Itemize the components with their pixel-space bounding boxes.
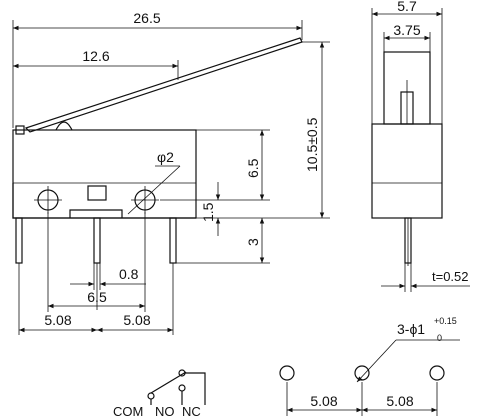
dim-hole-pitch-left: 5.08 <box>310 393 337 409</box>
hole-tol-upper: +0.15 <box>434 316 457 326</box>
dim-terminal-thickness: t=0.52 <box>432 269 469 284</box>
dim-side-inner-width: 3.75 <box>393 22 420 38</box>
phi2-leader <box>127 165 181 215</box>
body-window <box>87 185 107 201</box>
schematic-label-nc: NC <box>182 404 201 418</box>
pin-nc <box>169 217 177 264</box>
dim-overall-height: 10.5±0.5 <box>304 117 320 172</box>
dim-hole-offset: 1.5 <box>200 202 216 222</box>
side-view: 5.7 3.75 t=0.52 <box>371 0 470 292</box>
pcb-hole-middle <box>354 365 370 381</box>
body-bottom-recess <box>69 209 123 218</box>
dim-pin-width: 0.8 <box>119 266 139 282</box>
schematic-no-contact <box>178 384 186 392</box>
hole-callout-diameter: 1 <box>417 321 425 337</box>
dim-hole-pitch-right: 5.08 <box>386 393 413 409</box>
hole-callout: 3-ϕ1 <box>397 321 425 337</box>
switch-schematic: COM NO NC <box>113 369 206 418</box>
lever-hinge <box>15 125 25 135</box>
body-lower-outline <box>12 183 196 219</box>
dim-hole-diameter: φ2 <box>157 149 174 165</box>
schematic-label-no: NO <box>155 404 175 418</box>
dim-pin-length: 3 <box>245 238 261 246</box>
dim-pitch-left: 5.08 <box>44 312 71 328</box>
dim-pitch-right: 5.08 <box>123 312 150 328</box>
pcb-hole-right <box>429 365 445 381</box>
hole-callout-phi: ϕ <box>409 321 417 337</box>
schematic-switch-arm <box>150 371 187 394</box>
schematic-nc-lead <box>185 372 206 405</box>
pcb-hole-left <box>279 365 295 381</box>
pcb-hole-pattern: 5.08 5.08 3-ϕ1 +0.15 0 <box>279 316 460 416</box>
lever-pivot <box>55 121 73 131</box>
side-body <box>371 123 443 219</box>
dim-pin-pitch-a: 6.5 <box>87 289 107 305</box>
dim-overall-length: 26.5 <box>133 10 160 26</box>
schematic-label-com: COM <box>113 404 143 418</box>
dim-height-to-hole: 6.5 <box>245 158 261 178</box>
pin-no <box>93 217 101 264</box>
pin-com <box>15 217 23 264</box>
actuator-lever <box>24 37 303 133</box>
hole-callout-prefix: 3- <box>397 321 410 337</box>
switch-body <box>12 129 197 219</box>
hole-tol-lower: 0 <box>437 333 442 343</box>
dim-side-width: 5.7 <box>397 0 417 14</box>
hole-callout-leader <box>356 339 397 383</box>
front-view: 26.5 12.6 φ2 6.5 1.5 3 10.5±0.5 <box>12 10 330 335</box>
schematic-com-node <box>147 392 155 400</box>
dim-lever-span: 12.6 <box>82 48 109 64</box>
